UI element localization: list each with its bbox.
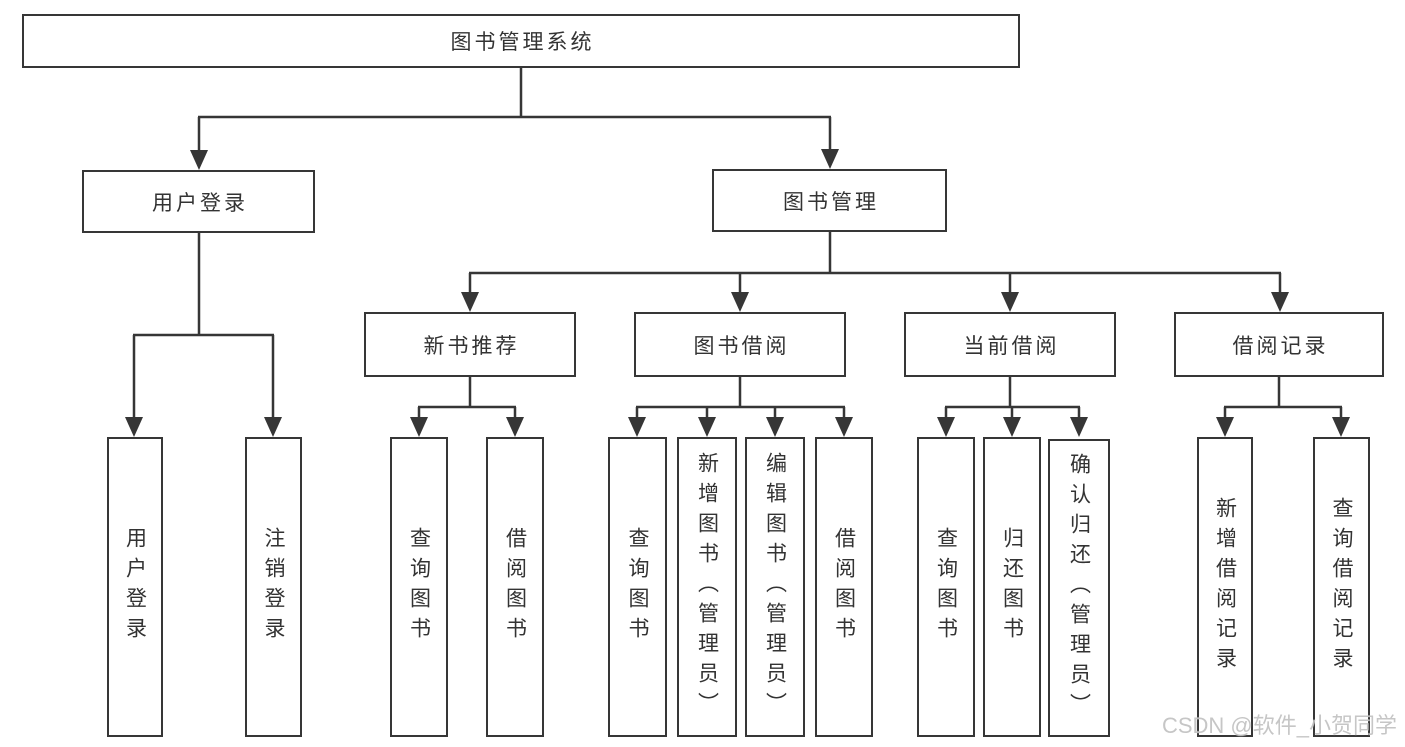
leaf-confirm-return-admin-label: 确认归还（管理员）	[1067, 453, 1091, 723]
leaf-return-book-label: 归还图书	[1000, 527, 1024, 647]
leaf-borrow-books: 借阅图书	[815, 437, 873, 737]
arrow-down-icon	[125, 417, 143, 437]
leaf-confirm-return-admin: 确认归还（管理员）	[1048, 439, 1110, 737]
leaf-query-borrow-record: 查询借阅记录	[1313, 437, 1370, 737]
arrow-down-icon	[766, 417, 784, 437]
leaf-query-borrow-record-label: 查询借阅记录	[1330, 497, 1354, 677]
arrow-down-icon	[937, 417, 955, 437]
arrow-down-icon	[1332, 417, 1350, 437]
arrow-down-icon	[506, 417, 524, 437]
watermark: CSDN @软件_小贺同学	[1161, 713, 1397, 738]
leaf-add-book-admin-label: 新增图书（管理员）	[695, 452, 719, 722]
node-borrow-records: 借阅记录	[1174, 312, 1384, 377]
arrow-down-icon	[461, 292, 479, 312]
node-borrow-records-label: 借阅记录	[1232, 334, 1329, 358]
leaf-borrow-books-recommend: 借阅图书	[486, 437, 544, 737]
leaf-query-books-recommend-label: 查询图书	[407, 527, 431, 647]
leaf-add-borrow-record: 新增借阅记录	[1197, 437, 1253, 737]
leaf-query-books-current-label: 查询图书	[934, 527, 958, 647]
node-user-login-branch-label: 用户登录	[152, 191, 248, 215]
connector-root-to-level2	[190, 68, 839, 170]
leaf-logout-label: 注销登录	[262, 527, 286, 647]
arrow-down-icon	[821, 149, 839, 169]
arrow-down-icon	[1001, 292, 1019, 312]
connector-book-borrow-to-leaves	[628, 376, 853, 437]
leaf-borrow-books-recommend-label: 借阅图书	[503, 527, 527, 647]
connector-current-borrow-to-leaves	[937, 376, 1088, 437]
arrow-down-icon	[1216, 417, 1234, 437]
arrow-down-icon	[835, 417, 853, 437]
leaf-return-book: 归还图书	[983, 437, 1041, 737]
arrow-down-icon	[628, 417, 646, 437]
arrow-down-icon	[264, 417, 282, 437]
node-book-management: 图书管理	[712, 169, 947, 232]
connector-borrow-records-to-leaves	[1216, 376, 1350, 437]
arrow-down-icon	[698, 417, 716, 437]
node-book-borrow-label: 图书借阅	[693, 334, 790, 358]
node-root-label: 图书管理系统	[450, 31, 595, 54]
leaf-add-book-admin: 新增图书（管理员）	[677, 437, 737, 737]
node-book-management-label: 图书管理	[783, 190, 879, 214]
connector-new-book-recommend-to-leaves	[410, 376, 524, 437]
leaf-logout: 注销登录	[245, 437, 302, 737]
leaf-edit-book-admin-label: 编辑图书（管理员）	[763, 452, 787, 722]
node-new-book-recommend: 新书推荐	[364, 312, 576, 377]
node-current-borrow: 当前借阅	[904, 312, 1116, 377]
leaf-query-books-borrow-label: 查询图书	[626, 527, 650, 647]
arrow-down-icon	[1070, 417, 1088, 437]
arrow-down-icon	[1271, 292, 1289, 312]
node-book-borrow: 图书借阅	[634, 312, 846, 377]
arrow-down-icon	[190, 150, 208, 170]
connector-book-management-to-groups	[461, 232, 1289, 312]
node-user-login-branch: 用户登录	[82, 170, 315, 233]
connector-user-login-to-leaves	[125, 233, 282, 437]
node-new-book-recommend-label: 新书推荐	[423, 334, 520, 358]
leaf-query-books-recommend: 查询图书	[390, 437, 448, 737]
node-root: 图书管理系统	[22, 14, 1020, 68]
leaf-query-books-borrow: 查询图书	[608, 437, 667, 737]
node-current-borrow-label: 当前借阅	[963, 334, 1060, 358]
arrow-down-icon	[1003, 417, 1021, 437]
leaf-user-login: 用户登录	[107, 437, 163, 737]
leaf-user-login-label: 用户登录	[123, 527, 147, 647]
leaf-borrow-books-label: 借阅图书	[832, 527, 856, 647]
leaf-add-borrow-record-label: 新增借阅记录	[1213, 497, 1237, 677]
leaf-edit-book-admin: 编辑图书（管理员）	[745, 437, 805, 737]
arrow-down-icon	[410, 417, 428, 437]
arrow-down-icon	[731, 292, 749, 312]
leaf-query-books-current: 查询图书	[917, 437, 975, 737]
